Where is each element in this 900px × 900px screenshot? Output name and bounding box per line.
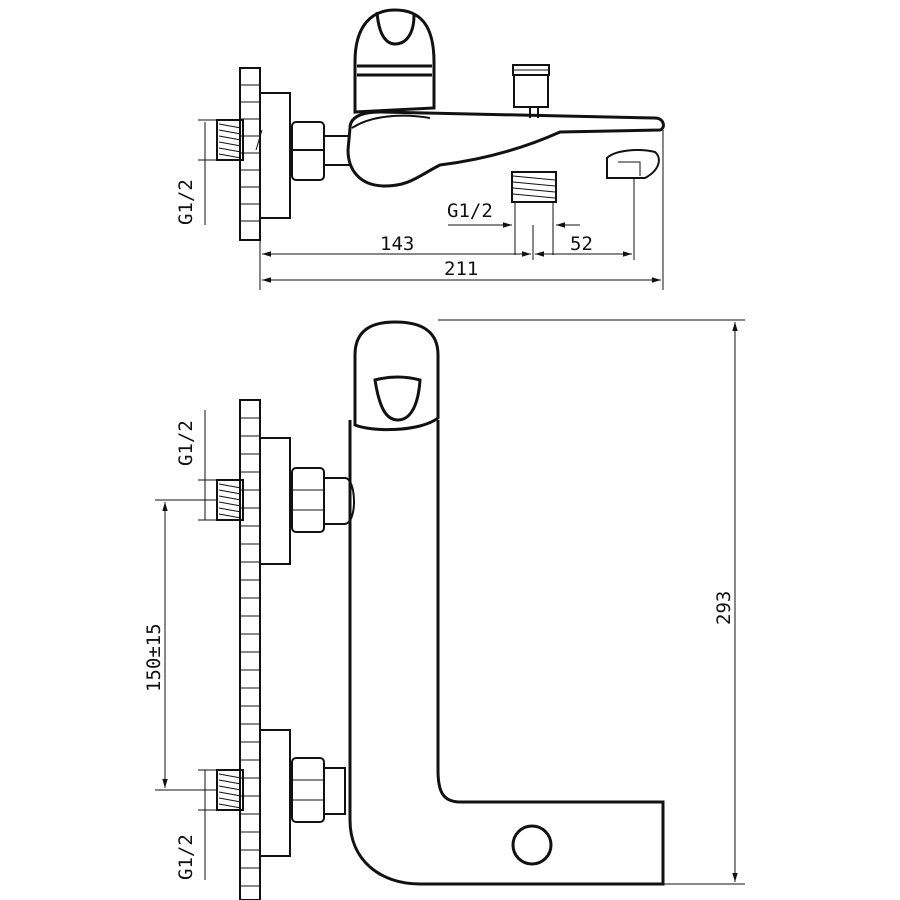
front-diverter-button [511, 824, 553, 866]
front-wall-plate [239, 399, 291, 900]
top-dim-143: 143 [380, 233, 414, 255]
front-upper-thread [216, 479, 244, 521]
front-thread-label-upper: G1/2 [175, 420, 197, 466]
top-spout-outlet [606, 149, 660, 179]
front-dim-height: 293 [438, 319, 745, 885]
top-mixer-body [346, 8, 665, 188]
front-mixer-body [348, 420, 665, 886]
front-handle [353, 320, 440, 432]
top-dim-52: 52 [570, 233, 593, 255]
front-upper-hex-nut [291, 467, 355, 533]
top-hex-nut [291, 121, 350, 181]
front-view: G1/2 G1/2 150±15 293 [143, 319, 745, 900]
top-thread-connection [216, 119, 263, 161]
top-dim-lengths: 143 52 211 [259, 130, 664, 290]
top-wall-plate [239, 67, 291, 241]
front-lower-hex-nut [291, 757, 346, 823]
front-dim-thread-lower: G1/2 [175, 769, 217, 880]
top-diverter-knob [512, 64, 550, 118]
top-spout-thread [511, 171, 557, 203]
front-lower-thread [216, 769, 244, 811]
top-thread-label-spout: G1/2 [447, 200, 493, 222]
front-dim-293: 293 [713, 591, 735, 625]
front-thread-label-lower: G1/2 [175, 834, 197, 880]
top-dim-thread-spout: G1/2 [447, 200, 580, 255]
top-dim-211: 211 [444, 258, 478, 280]
front-dim-150: 150±15 [143, 623, 165, 692]
front-dim-thread-upper: G1/2 [175, 410, 217, 521]
top-thread-label-left: G1/2 [175, 179, 197, 225]
top-view: G1/2 G1/2 143 52 211 [175, 8, 665, 290]
top-dim-thread-left: G1/2 [175, 119, 217, 225]
front-dim-centers: 150±15 [143, 499, 216, 791]
